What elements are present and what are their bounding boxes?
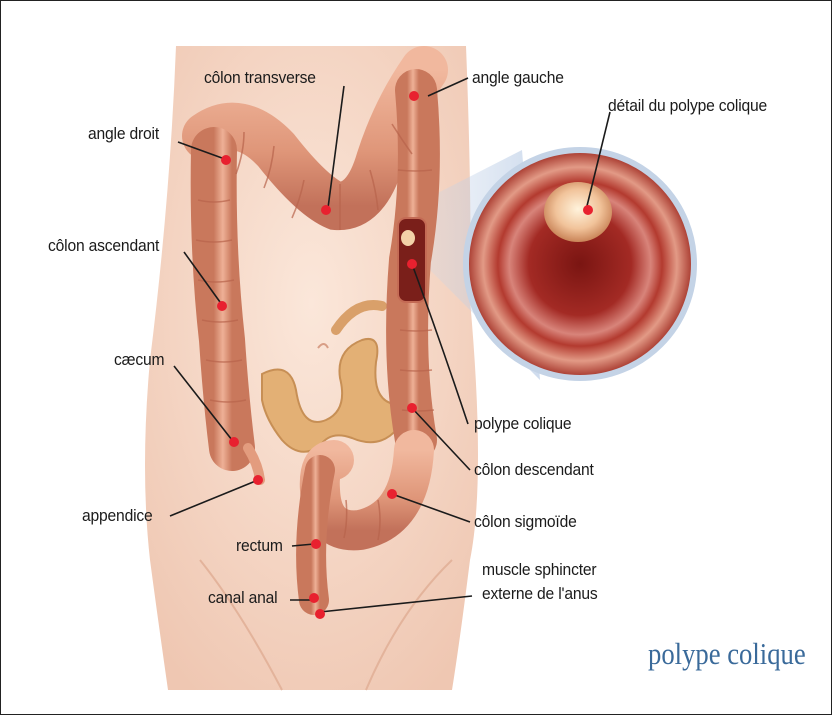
label-colon-descendant: côlon descendant [474, 460, 594, 480]
label-colon-sigmoide: côlon sigmoïde [474, 512, 577, 532]
label-colon-transverse: côlon transverse [204, 68, 316, 88]
figure-caption: polype colique [648, 636, 806, 672]
label-colon-ascendant: côlon ascendant [48, 236, 159, 256]
polyp-detail-mass [544, 182, 612, 242]
label-muscle-line1: muscle sphincter [482, 560, 596, 580]
label-angle-droit: angle droit [88, 124, 159, 144]
label-rectum: rectum [236, 536, 283, 556]
label-canal-anal: canal anal [208, 588, 277, 608]
label-muscle-line2: externe de l'anus [482, 584, 598, 604]
label-angle-gauche: angle gauche [472, 68, 564, 88]
ascending-colon [214, 150, 232, 448]
rectum [311, 470, 320, 600]
label-caecum: cæcum [114, 350, 164, 370]
small-polyp [401, 230, 415, 246]
label-polype-colique: polype colique [474, 414, 571, 434]
label-detail-polype: détail du polype colique [608, 96, 767, 116]
label-appendice: appendice [82, 506, 153, 526]
